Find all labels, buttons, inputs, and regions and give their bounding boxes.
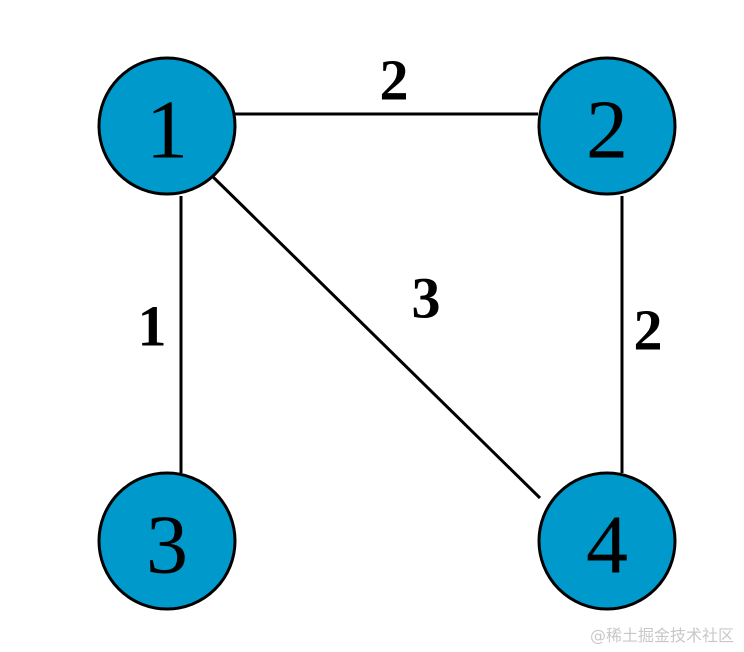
node-3: 3 — [97, 471, 237, 611]
node-1: 1 — [97, 56, 237, 196]
node-4-circle — [537, 471, 677, 611]
node-2-label: 2 — [586, 84, 628, 177]
weights-layer: 2 1 3 2 — [138, 48, 663, 363]
edge-1-3-weight: 1 — [138, 294, 167, 359]
node-1-label: 1 — [146, 84, 188, 177]
node-1-circle — [97, 56, 237, 196]
edge-1-4 — [206, 170, 542, 500]
edge-1-4-weight: 3 — [412, 266, 441, 331]
nodes-layer: 1 2 3 4 — [97, 56, 677, 611]
node-3-label: 3 — [146, 499, 188, 592]
node-2-circle — [537, 56, 677, 196]
node-4: 4 — [537, 471, 677, 611]
edge-1-2-weight: 2 — [380, 48, 409, 113]
node-3-circle — [97, 471, 237, 611]
edge-2-4-weight: 2 — [634, 298, 663, 363]
node-4-label: 4 — [586, 499, 628, 592]
watermark-text: @稀土掘金技术社区 — [589, 626, 734, 645]
edges-layer — [179, 112, 624, 500]
node-2: 2 — [537, 56, 677, 196]
